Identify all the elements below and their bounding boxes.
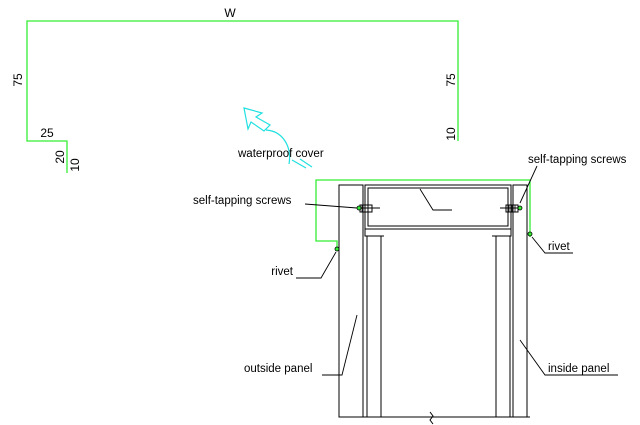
right-end-dimension: 10 [444,127,458,141]
self-tapping-left-label: self-tapping screws [193,195,292,207]
break-mark [429,411,434,425]
top-channel-lips [364,229,512,237]
cover-arrow-curve [265,129,291,165]
flashing-profile: W 75 75 25 20 10 10 [11,6,459,173]
outside-panel-post [338,184,364,418]
screw-left-leader [304,203,358,209]
rivet-left-leader [296,251,337,279]
inside-panel-label: inside panel [548,363,609,375]
channel-leader [419,188,452,211]
rivet-left-dot [334,246,340,252]
cover-arrow [243,107,313,169]
drip-end-dimension: 10 [68,158,82,172]
rivet-right-dot [527,231,533,237]
outside-panel-leader [322,314,358,376]
flange-dimension: 25 [40,126,54,140]
cap-flashing [315,179,531,248]
top-channel-outer [364,184,512,230]
outside-panel-label: outside panel [244,363,312,375]
leader-lines [296,165,618,376]
inside-panel-post [512,184,528,418]
waterproof-cover-label: waterproof cover [237,148,324,160]
screw-right [500,204,523,213]
width-dimension: W [224,6,236,20]
inside-inner-stud [495,235,511,418]
cover-arrow-ticks [291,158,313,169]
self-tapping-right-label: self-tapping screws [528,154,627,166]
screw-left [356,204,380,213]
profile-outline [26,20,459,173]
top-channel-inner [367,187,509,227]
right-height-dimension: 75 [444,73,458,87]
rivet-left-label: rivet [271,266,294,278]
rivet-right-label: rivet [548,241,571,253]
rivet-right-leader [531,236,573,254]
inside-panel-leader [519,339,618,376]
cover-arrow-head [243,107,271,132]
drip-dimension: 20 [53,150,67,164]
screw-right-leader [519,165,538,204]
outside-inner-stud [366,235,382,418]
wall-structure [338,184,530,425]
left-height-dimension: 75 [11,73,25,87]
